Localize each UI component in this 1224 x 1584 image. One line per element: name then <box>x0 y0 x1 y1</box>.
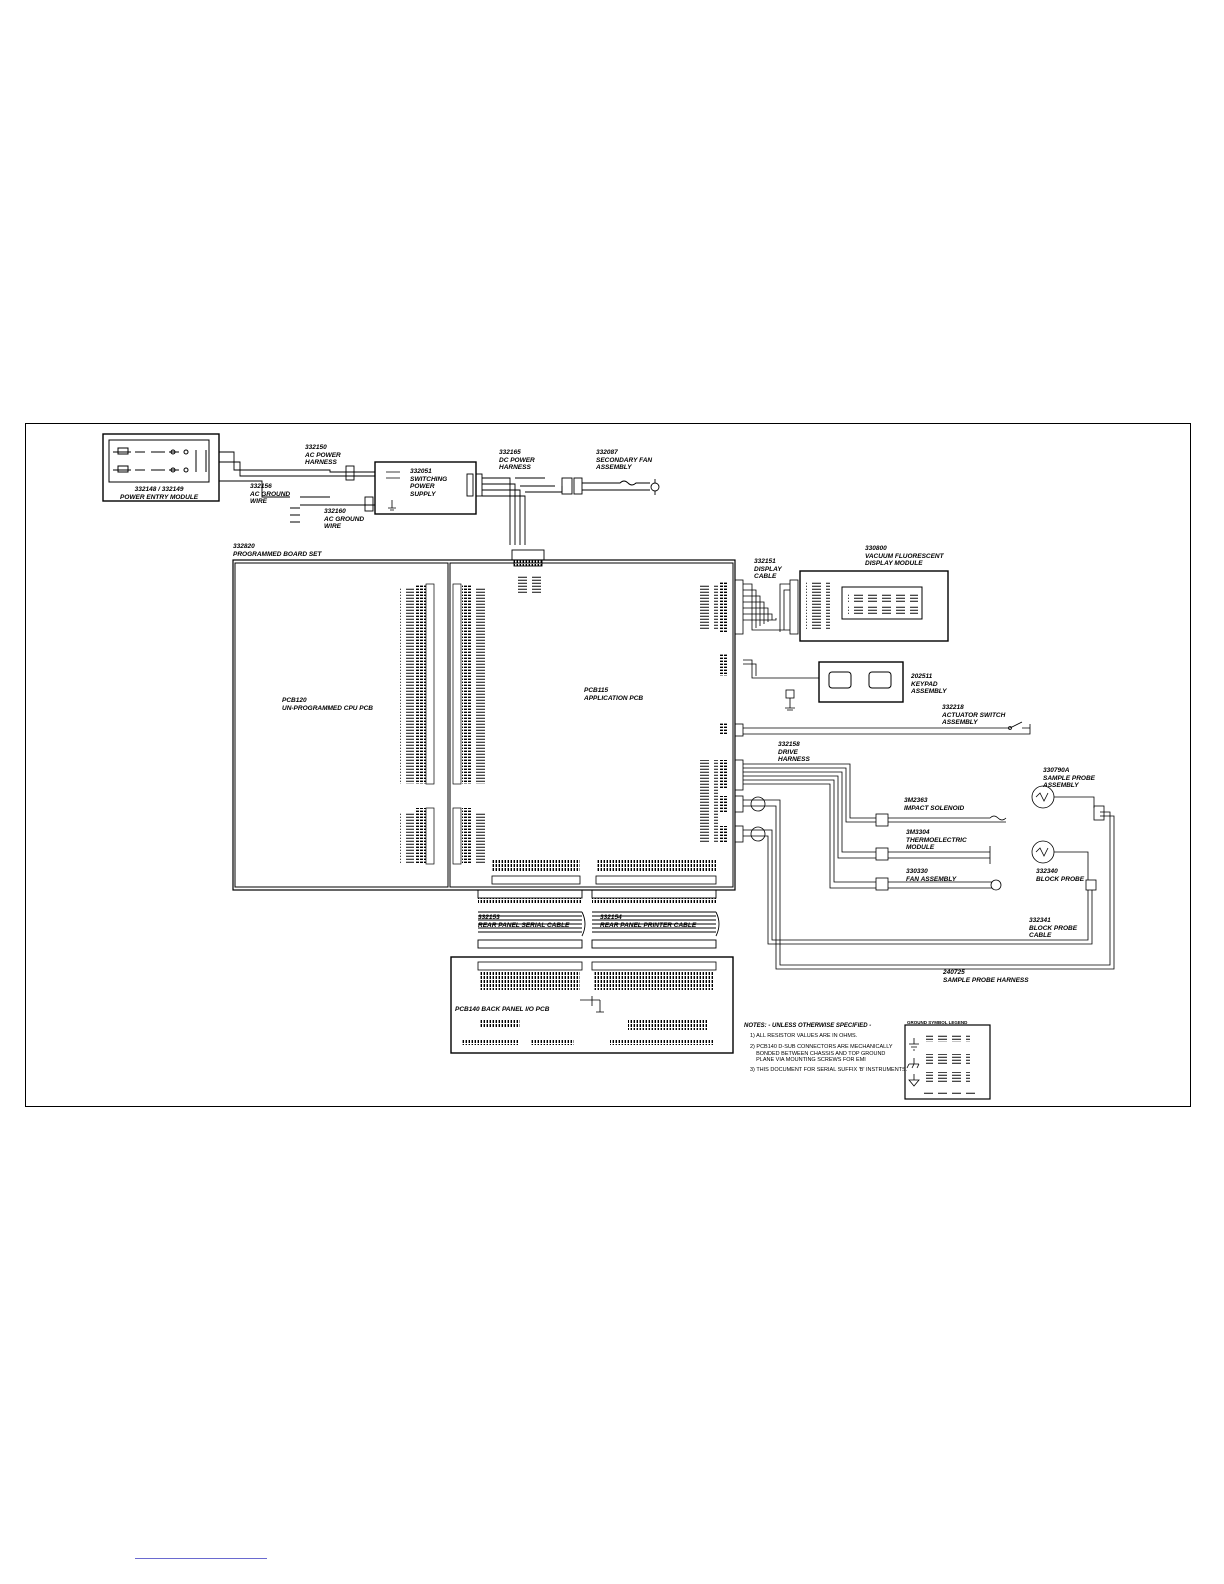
label-sample-probe-harness: 240725 SAMPLE PROBE HARNESS <box>943 969 1029 984</box>
drive-harness <box>734 759 1007 891</box>
app-board-left-connectors <box>452 575 545 865</box>
display-cable <box>734 579 799 635</box>
rear-panel-cables <box>477 889 720 949</box>
label-power-entry-module: 332148 / 332149 POWER ENTRY MODULE <box>120 486 199 501</box>
ac-power-wires <box>219 451 375 523</box>
app-board-right-connectors <box>700 582 728 842</box>
actuator-switch-assembly <box>734 721 1031 737</box>
label-application-pcb: PCB115 APPLICATION PCB <box>584 687 644 702</box>
sample-probe-assembly <box>1031 785 1095 809</box>
label-ac-ground-wire-1: 332156 AC GROUND WIRE <box>250 483 291 505</box>
label-sample-probe-assembly: 330790A SAMPLE PROBE ASSEMBLY <box>1043 767 1096 789</box>
label-display-cable: 332151 DISPLAY CABLE <box>754 558 782 580</box>
label-block-probe: 332340 BLOCK PROBE <box>1036 868 1085 883</box>
vfd-display-module <box>799 570 949 642</box>
note-1: 1) ALL RESISTOR VALUES ARE IN OHMS. <box>750 1033 858 1039</box>
note-3: 3) THIS DOCUMENT FOR SERIAL SUFFIX 'B' I… <box>750 1067 908 1073</box>
ground-legend-title: GROUND SYMBOL LEGEND <box>907 1020 968 1025</box>
label-keypad-assembly: 202511 KEYPAD ASSEMBLY <box>911 673 947 695</box>
label-rear-printer-cable: 332154 REAR PANEL PRINTER CABLE <box>600 914 697 929</box>
drawing-border <box>25 423 1191 1107</box>
block-probe <box>1031 840 1089 880</box>
footer-link-line <box>135 1558 267 1559</box>
label-cpu-pcb: PCB120 UN-PROGRAMMED CPU PCB <box>282 697 373 712</box>
label-impact-solenoid: 3M2363 IMPACT SOLENOID <box>904 797 965 812</box>
notes-heading: NOTES: - UNLESS OTHERWISE SPECIFIED - <box>744 1023 872 1029</box>
label-block-probe-cable: 332341 BLOCK PROBE CABLE <box>1029 917 1078 939</box>
label-vfd-module: 330800 VACUUM FLUORESCENT DISPLAY MODULE <box>865 545 944 567</box>
sample-probe-harness <box>734 795 1115 970</box>
label-rear-serial-cable: 332153 REAR PANEL SERIAL CABLE <box>478 914 570 929</box>
label-programmed-board-set: 332820 PROGRAMMED BOARD SET <box>233 543 322 558</box>
label-thermoelectric-module: 3M3304 THERMOELECTRIC MODULE <box>906 829 967 851</box>
label-switching-power-supply: 332051 SWITCHING POWER SUPPLY <box>410 468 448 498</box>
label-secondary-fan: 332087 SECONDARY FAN ASSEMBLY <box>596 449 653 471</box>
keypad-assembly <box>743 659 904 711</box>
label-drive-harness: 332158 DRIVE HARNESS <box>778 741 810 763</box>
label-fan-assembly: 330330 FAN ASSEMBLY <box>906 868 957 883</box>
label-dc-power-harness: 332165 DC POWER HARNESS <box>499 449 535 471</box>
label-ac-ground-wire-2: 332160 AC GROUND WIRE <box>324 508 365 530</box>
label-ac-power-harness: 332150 AC POWER HARNESS <box>305 444 341 466</box>
board-bottom-connectors <box>491 860 717 885</box>
label-back-panel-pcb: PCB140 BACK PANEL I/O PCB <box>455 1006 550 1013</box>
label-actuator-switch: 332218 ACTUATOR SWITCH ASSEMBLY <box>942 704 1006 726</box>
ground-symbol-legend <box>904 1024 991 1100</box>
note-2: 2) PCB140 D-SUB CONNECTORS ARE MECHANICA… <box>750 1044 893 1063</box>
secondary-fan-assembly <box>561 477 660 495</box>
cpu-board-connectors <box>400 583 435 865</box>
power-entry-module <box>102 433 220 502</box>
back-panel-io-pcb <box>450 956 734 1054</box>
